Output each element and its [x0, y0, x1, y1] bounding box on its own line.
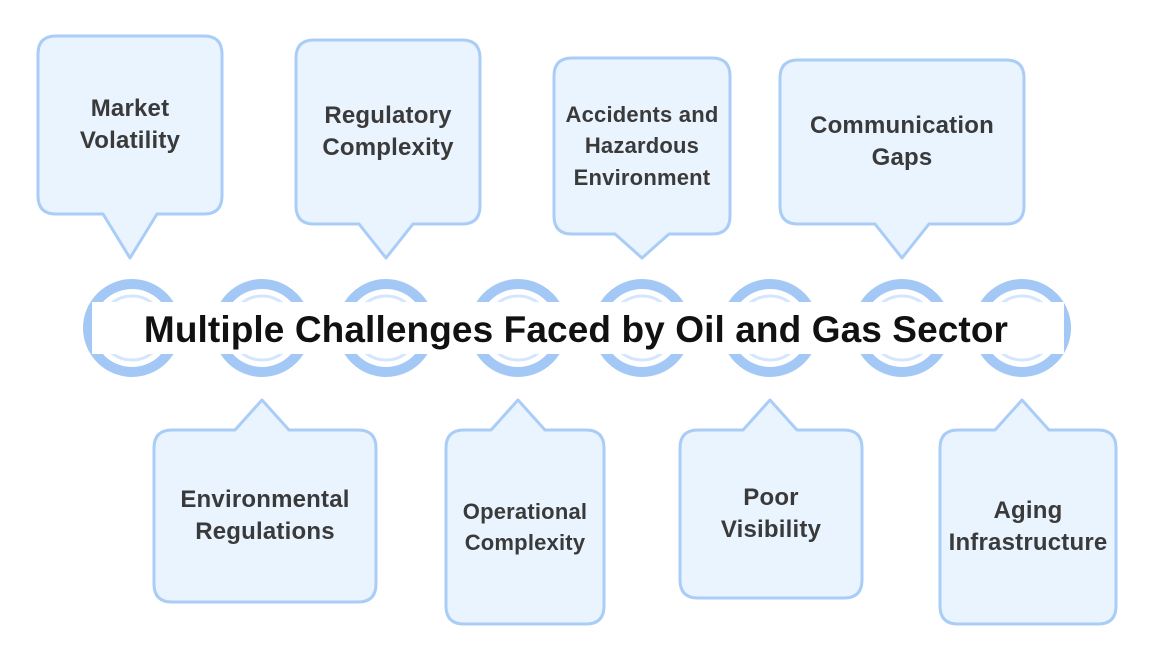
callout-communication-gaps: Communication Gaps — [810, 112, 994, 171]
callout-box-regulatory-complexity — [294, 38, 482, 260]
callout-box-accidents-hazardous-environment — [552, 56, 732, 260]
callout-market-volatility: Market Volatility — [79, 95, 181, 154]
callout-accidents-hazardous-environment: Accidents and Hazardous Environment — [565, 102, 719, 190]
callout-poor-visibility: Poor Visibility — [720, 484, 822, 543]
callout-aging-infrastructure: Aging Infrastructure — [948, 497, 1108, 556]
callout-box-environmental-regulations — [152, 398, 378, 604]
callout-box-operational-complexity — [444, 398, 606, 626]
title-band — [92, 302, 1064, 354]
callout-box-poor-visibility — [678, 398, 864, 600]
callout-box-communication-gaps — [778, 58, 1026, 260]
diagram-title: Multiple Challenges Faced by Oil and Gas… — [143, 309, 1009, 350]
callout-operational-complexity: Operational Complexity — [462, 498, 588, 555]
callout-box-market-volatility — [36, 34, 224, 260]
callout-box-aging-infrastructure — [938, 398, 1118, 626]
callout-environmental-regulations: Environmental Regulations — [180, 486, 350, 545]
callout-regulatory-complexity: Regulatory Complexity — [322, 102, 454, 161]
